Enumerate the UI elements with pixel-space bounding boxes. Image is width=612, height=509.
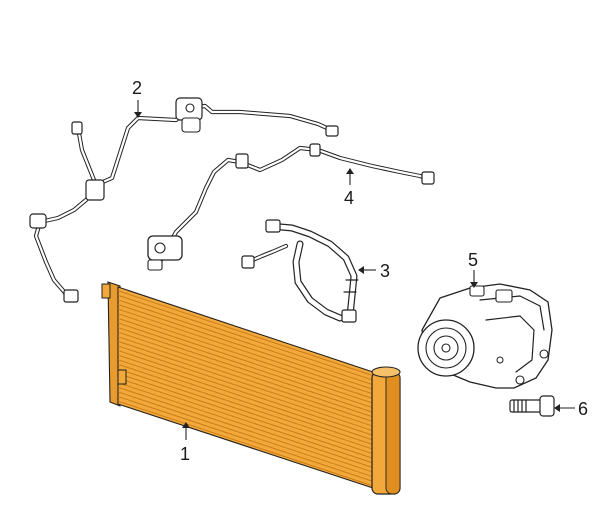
callout-1: 1 <box>180 444 190 464</box>
condenser-tube <box>118 289 373 378</box>
condenser-tube <box>118 358 373 447</box>
compressor-5[interactable] <box>417 283 553 389</box>
callout-3: 3 <box>380 261 390 281</box>
receiver-drier <box>371 366 401 495</box>
condenser-tube <box>118 363 373 451</box>
condenser-tube <box>118 312 373 401</box>
bolt-6[interactable] <box>509 395 555 417</box>
condenser-tube <box>118 321 373 410</box>
condenser-tube <box>118 303 373 391</box>
valve-block <box>147 235 183 271</box>
condenser-tube <box>118 395 373 483</box>
fitting <box>71 121 83 135</box>
leader-lines <box>134 100 575 440</box>
junction-block <box>85 179 105 201</box>
condenser-tube <box>118 307 373 396</box>
condenser-tube <box>118 386 373 474</box>
condenser-tube <box>118 376 373 465</box>
condenser-tube <box>118 294 373 382</box>
condenser-tube <box>118 344 373 433</box>
condenser-tube <box>118 330 373 419</box>
condenser-tube <box>118 349 373 437</box>
condenser-tube <box>118 381 373 470</box>
condenser-tube <box>118 372 373 460</box>
condenser-tube <box>118 317 373 405</box>
condenser-tube <box>118 367 373 456</box>
ac-line-assembly-4[interactable] <box>147 143 435 271</box>
condenser-tube <box>118 390 373 479</box>
callout-4: 4 <box>344 188 354 208</box>
condenser-tube <box>118 298 373 387</box>
condenser-tube <box>118 326 373 414</box>
condenser-tube <box>118 399 373 488</box>
condenser-tube <box>118 353 373 442</box>
condenser-tube <box>118 335 373 424</box>
left-tank <box>107 281 121 407</box>
ac-hose-3[interactable] <box>241 219 359 323</box>
ac-line-assembly-2[interactable] <box>29 97 339 303</box>
condenser-tube <box>118 340 373 428</box>
callout-5: 5 <box>468 250 478 270</box>
callout-2: 2 <box>132 78 142 98</box>
callout-6: 6 <box>578 399 588 419</box>
